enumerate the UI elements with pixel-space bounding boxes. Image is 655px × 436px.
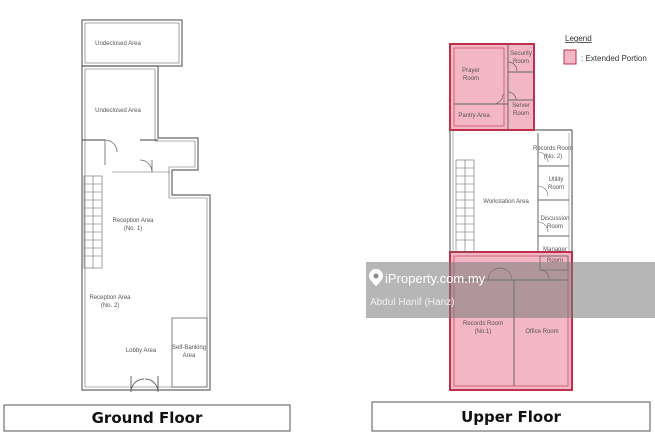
watermark-band (366, 262, 655, 318)
uf-label-office: Office Room (525, 329, 558, 335)
gf-main-outline (81, 65, 211, 391)
gf-label-reception-1-l2: (No. 1) (124, 226, 142, 232)
uf-label-prayer-l1: Prayer (462, 68, 480, 74)
uf-label-security-l2: Room (513, 59, 529, 65)
gf-caption-title: Ground Floor (92, 409, 203, 427)
gf-label-reception-2-l2: (No. 2) (101, 303, 119, 309)
uf-label-records-1-l1: Records Room (463, 321, 503, 327)
uf-label-manager-l2: Room (547, 258, 563, 264)
gf-label-self-banking-l1: Self-Banking (172, 345, 206, 351)
legend: Legend : Extended Portion (563, 34, 647, 65)
uf-label-discussion-l1: Discussion (540, 216, 569, 222)
uf-caption-title: Upper Floor (461, 408, 561, 426)
legend-item-text: : Extended Portion (581, 54, 647, 63)
uf-label-server-l1: Server (512, 103, 530, 109)
gf-label-reception-2-l1: Reception Area (89, 295, 131, 301)
uf-caption-box (371, 401, 651, 432)
gf-label-lobby: Lobby Area (126, 348, 157, 354)
gf-staircase (83, 175, 103, 269)
gf-main-entrance-door (130, 376, 159, 393)
gf-label-self-banking-l2: Area (183, 353, 196, 359)
uf-middle-outline (449, 129, 573, 252)
gf-room-labels: Undeclosed Area Undeclosed Area Receptio… (89, 41, 206, 359)
uf-label-manager-l1: Manager (543, 247, 567, 253)
gf-label-undeclosed-mid: Undeclosed Area (95, 108, 141, 114)
gf-label-reception-1-l1: Reception Area (112, 218, 154, 224)
uf-label-utility-l2: Room (548, 185, 564, 191)
uf-label-records-2-l2: (No. 2) (544, 154, 562, 160)
ground-floor-plan (81, 19, 211, 393)
uf-label-workstation: Workstation Area (483, 199, 529, 205)
uf-extended-portions (449, 43, 573, 391)
watermark: iProperty.com.my Abdul Hanif (Hanz) (366, 262, 655, 318)
legend-title: Legend (565, 34, 592, 43)
uf-label-records-2-l1: Records Room (533, 146, 573, 152)
uf-label-server-l2: Room (513, 111, 529, 117)
uf-label-prayer-l2: Room (463, 76, 479, 82)
legend-extended-swatch (563, 49, 577, 65)
uf-label-records-1-l2: (No.1) (475, 329, 492, 335)
watermark-brand: iProperty.com.my (385, 271, 486, 286)
location-pin-icon (369, 269, 383, 286)
uf-label-pantry: Pantry Area (458, 113, 490, 119)
watermark-agent: Abdul Hanif (Hanz) (370, 297, 454, 308)
uf-label-discussion-l2: Room (547, 224, 563, 230)
uf-room-labels: Prayer Room Security Room Server Room Pa… (458, 51, 573, 335)
gf-caption-box (3, 404, 291, 432)
gf-self-banking-room (171, 317, 208, 388)
uf-label-utility-l1: Utility (549, 177, 564, 183)
gf-label-undeclosed-top: Undeclosed Area (95, 41, 141, 47)
uf-label-security-l1: Security (510, 51, 532, 57)
uf-extended-top (449, 43, 535, 131)
uf-staircase (455, 159, 475, 253)
